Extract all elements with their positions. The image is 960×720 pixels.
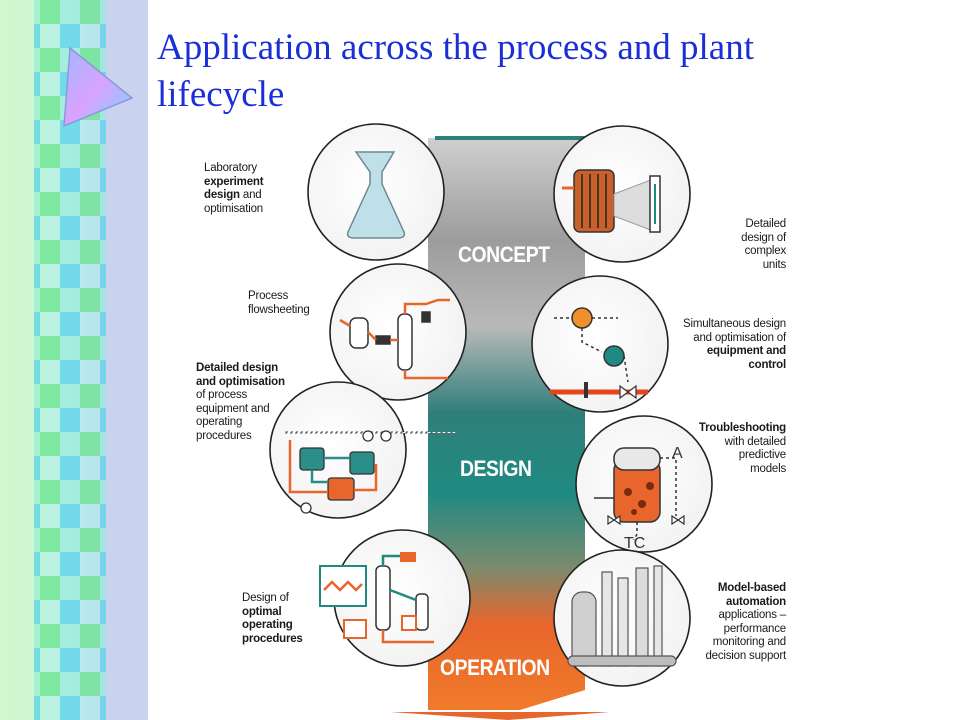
a-text: A (672, 445, 683, 462)
label-automation: Model-based automation applications – pe… (705, 582, 786, 662)
page-title: Application across the process and plant… (157, 27, 754, 115)
process-plant-icon (285, 430, 457, 514)
label-simultaneous: Simultaneous design and optimisation of … (683, 318, 786, 371)
stage-operation-label: OPERATION (440, 655, 550, 680)
heat-exchanger-icon (562, 169, 661, 233)
lifecycle-band (428, 138, 585, 710)
label-complex-units: Detailed design of complex units (741, 218, 786, 271)
circle-simultaneous (531, 275, 669, 413)
flask-icon (346, 151, 406, 239)
decorative-side-band (0, 0, 148, 720)
lifecycle-diagram: TC A CONCEPT DESIGN OPERATION (190, 120, 800, 720)
label-lab: Laboratory experiment design and optimis… (204, 162, 264, 215)
reactor-icon (594, 447, 685, 541)
plant-tanks-icon (567, 565, 677, 667)
label-flowsheet: Process flowsheeting (248, 290, 310, 316)
tc-text: TC (624, 535, 645, 552)
play-arrow-icon (63, 46, 134, 128)
stage-design-label: DESIGN (460, 456, 532, 481)
operation-column-icon (319, 552, 434, 644)
label-detailed-process: Detailed design and optimisation of proc… (196, 362, 285, 442)
flowsheet-icon (339, 298, 450, 380)
stage-concept-label: CONCEPT (458, 242, 550, 267)
label-troubleshooting: Troubleshooting with detailed predictive… (698, 422, 786, 475)
circle-detailed-process (269, 381, 407, 519)
lifecycle-graphic: TC A (269, 123, 713, 720)
controller-icon (550, 307, 648, 400)
label-optimal-ops: Design of optimal operating procedures (242, 592, 303, 645)
